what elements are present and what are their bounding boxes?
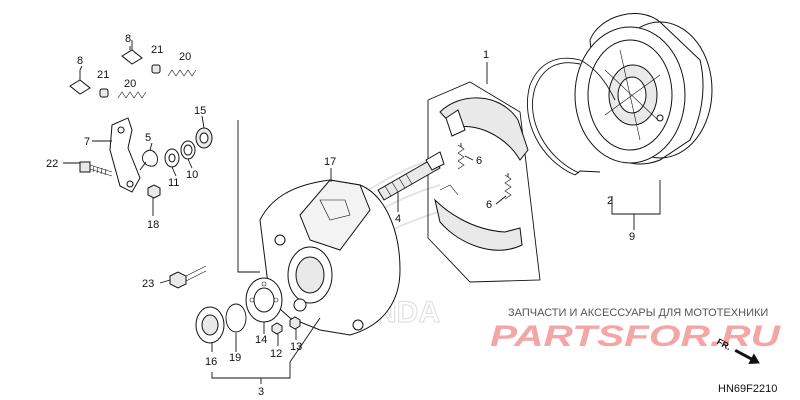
label-1: 1 bbox=[483, 49, 489, 61]
bracket-pins bbox=[69, 40, 197, 99]
brake-arm bbox=[109, 117, 141, 193]
label-21-upper: 21 bbox=[151, 44, 163, 56]
leader-lines bbox=[63, 46, 661, 384]
circlip-19 bbox=[225, 303, 247, 333]
label-10: 10 bbox=[186, 169, 198, 181]
label-6-upper: 6 bbox=[476, 155, 482, 167]
brake-shoe-set bbox=[427, 81, 541, 283]
bolt-23 bbox=[169, 265, 207, 289]
label-6-lower: 6 bbox=[486, 199, 492, 211]
brake-drum bbox=[574, 13, 713, 165]
watermark-tagline: ЗАПЧАСТИ И АКСЕССУАРЫ ДЛЯ МОТОТЕХНИКИ bbox=[508, 307, 768, 319]
bearing-14 bbox=[245, 277, 283, 323]
label-20-lower: 20 bbox=[124, 78, 136, 90]
label-2: 2 bbox=[607, 195, 613, 207]
shop-watermark: ЗАПЧАСТИ И АКСЕССУАРЫ ДЛЯ МОТОТЕХНИКИ PA… bbox=[490, 307, 782, 353]
label-14: 14 bbox=[255, 334, 267, 346]
return-spring bbox=[139, 149, 158, 171]
watermark-brand: PARTSFOR.RU bbox=[490, 320, 782, 353]
label-7: 7 bbox=[84, 136, 90, 148]
label-12: 12 bbox=[270, 348, 282, 360]
brake-panel bbox=[259, 179, 401, 336]
label-15: 15 bbox=[194, 105, 206, 117]
diagram-code: HN69F2210 bbox=[718, 383, 777, 395]
shoe-spring-lower bbox=[504, 173, 512, 200]
label-21-lower: 21 bbox=[97, 69, 109, 81]
label-18: 18 bbox=[147, 219, 159, 231]
o-ring-10 bbox=[180, 140, 196, 160]
washer-12 bbox=[271, 322, 283, 335]
label-5: 5 bbox=[145, 132, 151, 144]
label-17: 17 bbox=[324, 156, 336, 168]
grease-fitting-13 bbox=[289, 316, 301, 330]
label-3: 3 bbox=[258, 386, 264, 398]
label-19: 19 bbox=[229, 352, 241, 364]
label-4: 4 bbox=[395, 213, 401, 225]
nut-18 bbox=[147, 184, 161, 199]
label-11: 11 bbox=[168, 177, 179, 189]
arm-bolt bbox=[79, 161, 113, 177]
brake-cam-shaft bbox=[377, 151, 445, 201]
washer-11 bbox=[164, 148, 180, 168]
label-9: 9 bbox=[629, 231, 635, 243]
label-8-lower: 8 bbox=[77, 55, 83, 67]
label-13: 13 bbox=[290, 341, 302, 353]
part-number-labels: 1 2 3 4 5 6 6 7 8 8 9 10 11 12 13 14 15 … bbox=[46, 33, 635, 398]
label-23: 23 bbox=[142, 278, 154, 290]
label-20-upper: 20 bbox=[179, 51, 191, 63]
label-22: 22 bbox=[46, 158, 58, 170]
label-16: 16 bbox=[205, 356, 217, 368]
shoe-spring-upper bbox=[457, 143, 465, 170]
label-8-upper: 8 bbox=[125, 33, 131, 45]
oil-seal-16 bbox=[195, 306, 225, 344]
drum-seal-ring bbox=[526, 57, 616, 176]
seal-15 bbox=[195, 127, 213, 149]
